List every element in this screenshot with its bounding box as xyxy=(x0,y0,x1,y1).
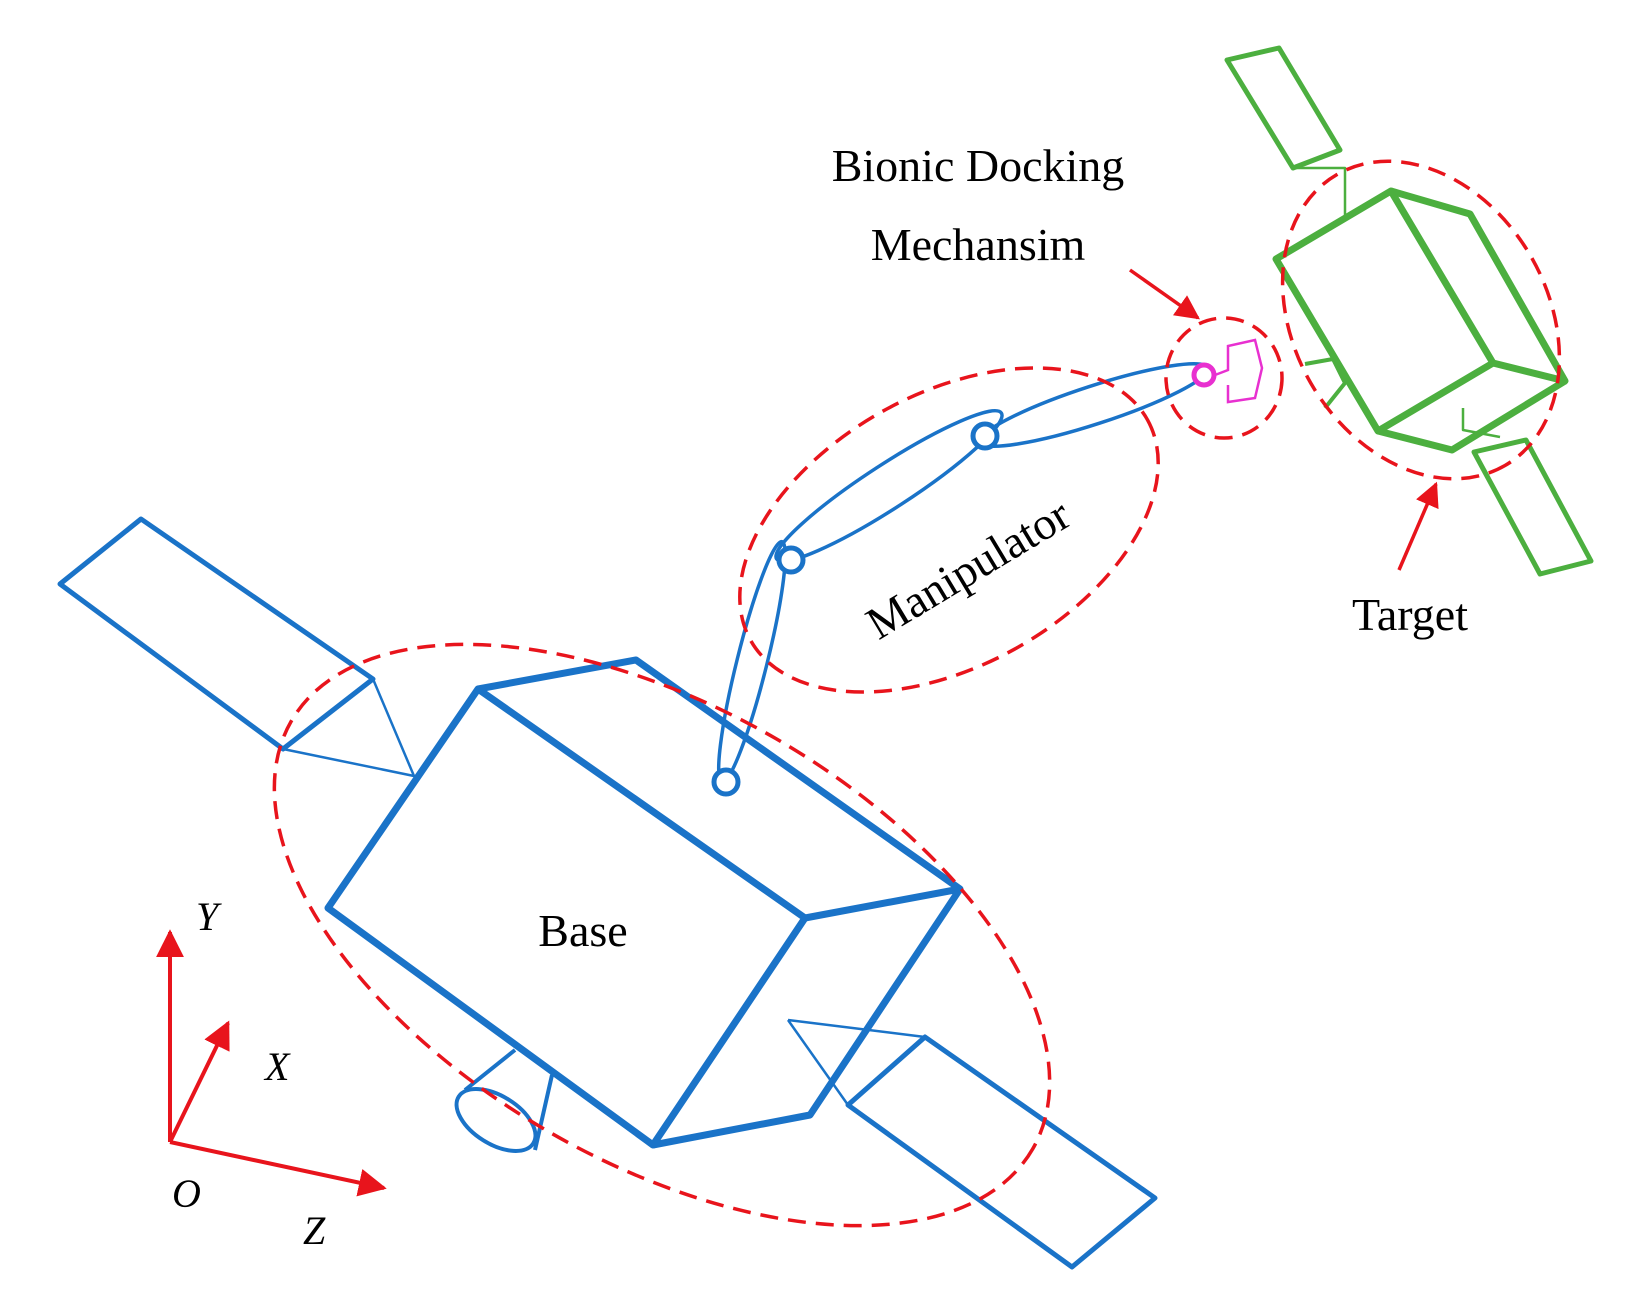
y-axis-label: Y xyxy=(196,894,222,939)
z-axis xyxy=(169,1140,387,1197)
docking-highlight-ellipse xyxy=(1164,316,1284,440)
target-label: Target xyxy=(1352,589,1468,640)
manipulator-joint-2 xyxy=(776,545,806,575)
z-axis-label: Z xyxy=(303,1208,326,1253)
highlight-outlines xyxy=(272,159,1562,1228)
manipulator-highlight-ellipse xyxy=(738,366,1160,694)
target-box-front xyxy=(1272,187,1497,435)
manipulator-joint-base xyxy=(711,767,741,797)
coordinate-axes xyxy=(156,929,387,1197)
base-box-top xyxy=(477,656,964,922)
base-right-panel-strut xyxy=(786,1018,927,1107)
docking-gripper xyxy=(1214,338,1264,404)
base-box-side xyxy=(652,887,963,1149)
base-label: Base xyxy=(538,905,627,956)
target-callout-arrow xyxy=(1397,481,1439,571)
base-left-solar-panel xyxy=(57,516,376,752)
target-box-side xyxy=(1377,378,1567,454)
base-right-solar-panel xyxy=(845,1034,1158,1270)
base-left-panel-strut xyxy=(282,678,416,778)
docking-joint xyxy=(1191,362,1217,388)
target-spacecraft xyxy=(1224,45,1594,577)
origin-label: O xyxy=(172,1171,201,1216)
docking-callout-arrow xyxy=(1128,268,1201,320)
manipulator-joint-3 xyxy=(970,421,1000,451)
target-lower-panel-strut xyxy=(1461,408,1501,439)
target-highlight-ellipse xyxy=(1280,159,1562,481)
docking-label-line1: Bionic Docking xyxy=(832,140,1125,191)
callout-arrows xyxy=(1128,268,1439,571)
target-lower-solar-panel xyxy=(1471,437,1594,577)
manipulator-link-1 xyxy=(716,539,788,785)
target-upper-panel-strut xyxy=(1293,166,1347,217)
target-left-strut xyxy=(1304,357,1347,410)
x-axis-label: X xyxy=(263,1044,291,1089)
x-axis xyxy=(168,1020,230,1143)
base-highlight-ellipse xyxy=(272,642,1052,1228)
docking-label-line2: Mechansim xyxy=(871,219,1086,270)
thruster-nozzle xyxy=(454,1048,554,1153)
target-upper-solar-panel xyxy=(1224,45,1343,171)
base-spacecraft xyxy=(57,516,1158,1270)
bionic-docking-mechanism xyxy=(1191,338,1264,404)
target-box-top xyxy=(1390,187,1569,385)
manipulator-link-3 xyxy=(977,361,1211,449)
